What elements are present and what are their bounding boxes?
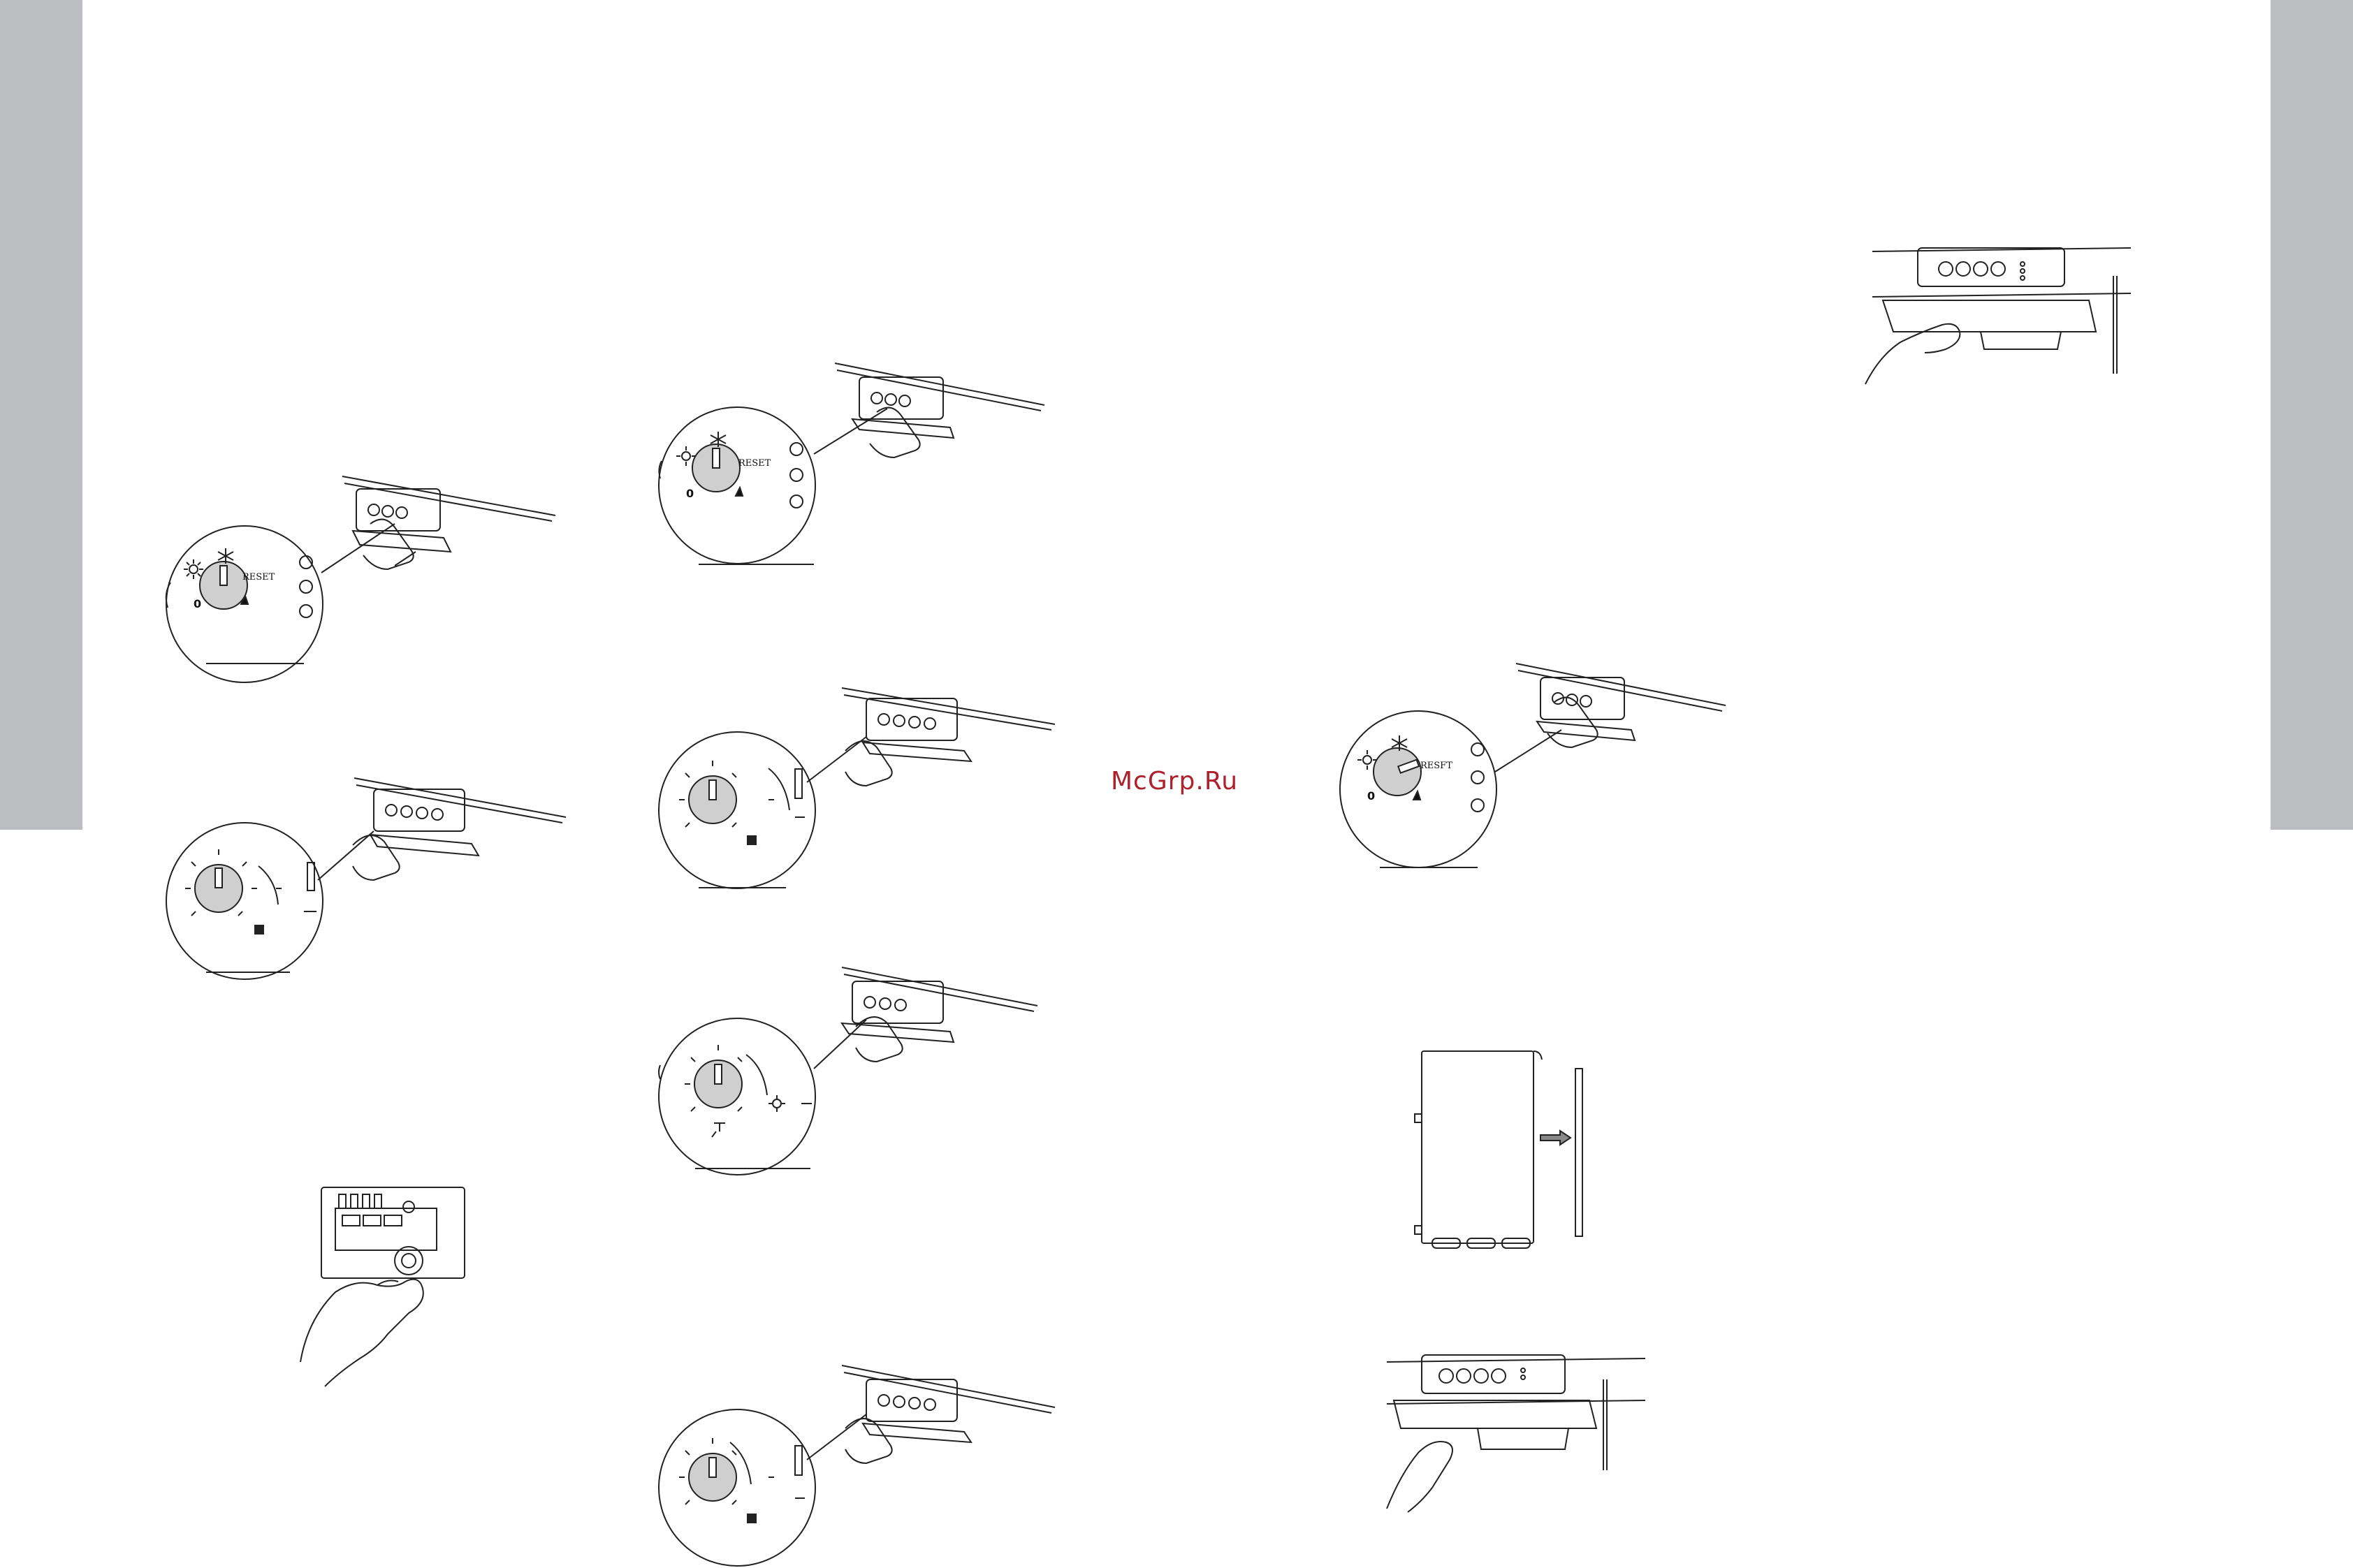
- hand-illustration: [300, 1280, 423, 1386]
- reset-label: RESFT: [1420, 761, 1452, 771]
- reset-knob-figure-3: RESFT 0: [1338, 660, 1729, 870]
- reset-label: RESET: [242, 572, 275, 582]
- reset-knob-figure-2: RESET 0: [657, 360, 1055, 569]
- zoom-circle: [659, 1409, 815, 1566]
- zoom-circle: [659, 1018, 815, 1175]
- flame-icon: [1413, 791, 1420, 800]
- level-indicator: [795, 769, 802, 798]
- zoom-circle: RESET 0: [166, 526, 323, 682]
- radiator-icon: [748, 1514, 756, 1523]
- temperature-knob-figure-2: [657, 681, 1062, 891]
- boiler-panel-illustration: [353, 778, 566, 880]
- arrow-icon: [1540, 1131, 1571, 1145]
- level-indicator: [307, 863, 314, 891]
- temperature-knob-figure-3: [657, 1362, 1062, 1568]
- leader-line: [318, 831, 374, 880]
- flame-icon: [736, 488, 743, 496]
- front-cover: [1575, 1069, 1582, 1236]
- leader-line: [807, 737, 866, 782]
- open-flap: [1394, 1400, 1596, 1428]
- hot-water-knob-figure: [657, 964, 1062, 1177]
- control-panel-hand-figure: [286, 1173, 475, 1397]
- boiler-panel-illustration: [342, 476, 555, 569]
- zoom-circle: [659, 732, 815, 888]
- hand-illustration: [1865, 324, 1960, 384]
- reset-label: RESET: [738, 458, 771, 469]
- boiler-cover-removal-figure: [1408, 1041, 1589, 1257]
- zoom-circle: RESFT 0: [1340, 711, 1496, 867]
- boiler-panel-illustration: [1516, 664, 1726, 747]
- indicator-light: [1471, 771, 1484, 784]
- panel-flap-open-figure-2: [1380, 1327, 1645, 1523]
- panel-flap-open-figure-1: [1865, 237, 2131, 391]
- open-flap: [1883, 300, 2096, 332]
- indicator-light: [300, 580, 312, 593]
- right-side-bar: [2271, 0, 2353, 830]
- watermark: McGrp.Ru: [1111, 767, 1238, 796]
- radiator-icon: [748, 836, 756, 844]
- boiler-body: [1422, 1051, 1534, 1243]
- zero-label: 0: [686, 487, 694, 500]
- indicator-light: [1471, 799, 1484, 812]
- boiler-panel-illustration: [842, 967, 1037, 1062]
- zoom-circle: RESET 0: [659, 407, 815, 564]
- level-indicator: [795, 1446, 802, 1475]
- sun-icon: [768, 1095, 785, 1112]
- reset-knob: [1374, 748, 1421, 796]
- boiler-panel-illustration: [835, 363, 1044, 457]
- left-side-bar: [0, 0, 82, 830]
- indicator-light: [790, 443, 803, 455]
- zoom-circle: [166, 823, 323, 979]
- temperature-knob-figure-1: [164, 768, 569, 985]
- control-box: [321, 1187, 465, 1278]
- sun-icon: [184, 559, 203, 579]
- boiler-panel-illustration: [842, 1365, 1055, 1463]
- indicator-light: [300, 605, 312, 617]
- indicator-light: [790, 469, 803, 481]
- hand-illustration: [1387, 1442, 1452, 1512]
- leader-line: [1495, 730, 1561, 772]
- boiler-panel-illustration: [842, 688, 1055, 786]
- radiator-icon: [255, 925, 263, 934]
- leader-line: [807, 1414, 866, 1460]
- leader-line: [814, 1020, 866, 1069]
- indicator-light: [790, 495, 803, 508]
- zero-label: 0: [194, 597, 201, 610]
- zero-label: 0: [1367, 789, 1375, 803]
- indicator-light: [1471, 743, 1484, 756]
- tap-icon: [712, 1123, 725, 1137]
- reset-knob-figure-1: RESET 0: [164, 468, 555, 684]
